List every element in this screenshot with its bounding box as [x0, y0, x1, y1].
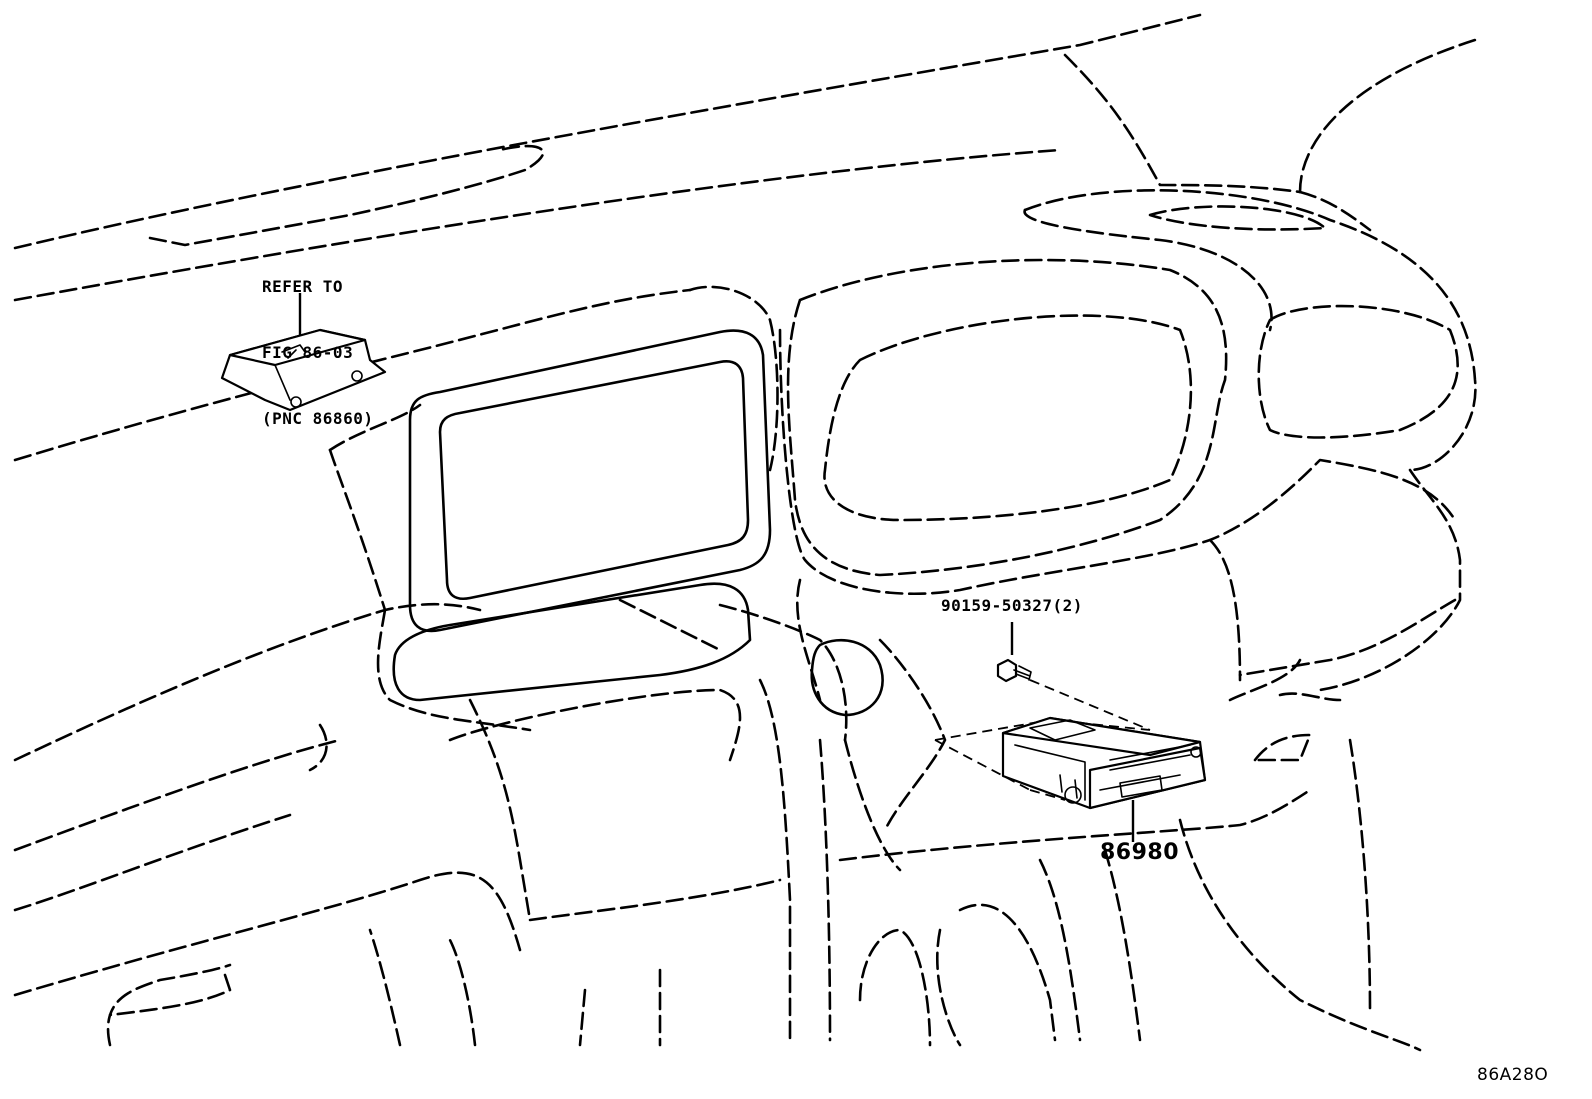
receiver-part-number: 86980 — [1100, 840, 1180, 865]
bolt-icon — [996, 658, 1032, 683]
receiver-unit-icon — [1001, 716, 1207, 810]
reference-note: REFER TO FIG 86-03 (PNC 86860) — [262, 232, 373, 452]
module-icon — [220, 328, 387, 412]
dashboard-outline — [13, 13, 1477, 1052]
reference-note-line1: REFER TO — [262, 277, 344, 296]
reference-note-line2: FIG 86-03 — [262, 343, 354, 362]
bolt-part-number: 90159-50327(2) — [941, 596, 1083, 615]
reference-note-line3: (PNC 86860) — [262, 409, 374, 428]
center-display — [392, 329, 884, 717]
illustration-code: 86A28O — [1477, 1065, 1549, 1085]
